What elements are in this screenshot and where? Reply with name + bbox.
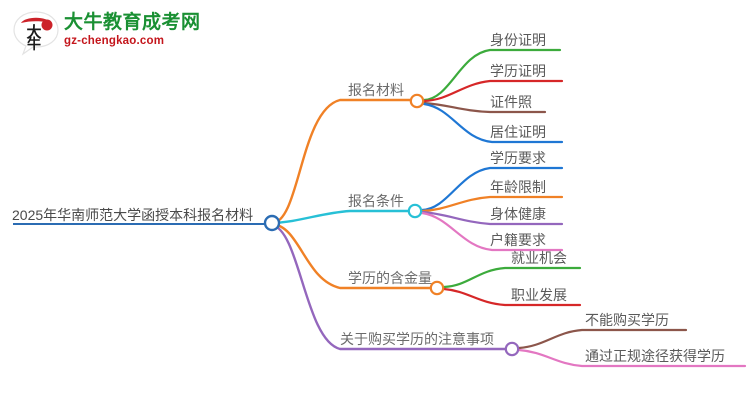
leaf-link-4-2 — [517, 348, 747, 368]
branch-node-4[interactable] — [504, 341, 520, 357]
leaf-link-1-3 — [422, 101, 547, 114]
branch-label-1: 报名材料 — [348, 82, 404, 98]
leaf-label-1-4: 居住证明 — [490, 124, 546, 140]
leaf-label-2-1: 学历要求 — [490, 150, 546, 166]
site-logo: 大 牛 大牛教育成考网 gz-chengkao.com — [12, 8, 202, 60]
branch-label-4: 关于购买学历的注意事项 — [340, 331, 494, 347]
leaf-link-1-2 — [422, 79, 564, 103]
branch-link-1 — [270, 98, 412, 225]
leaf-label-1-3: 证件照 — [490, 94, 532, 110]
leaf-label-3-1: 就业机会 — [511, 250, 567, 266]
leaf-link-2-3 — [420, 210, 564, 226]
leaf-link-3-1 — [442, 266, 582, 289]
branch-label-3: 学历的含金量 — [348, 270, 432, 286]
logo-title: 大牛教育成考网 — [64, 12, 201, 33]
root-label: 2025年华南师范大学函授本科报名材料 — [12, 207, 254, 223]
leaf-label-1-2: 学历证明 — [490, 63, 546, 79]
leaf-label-2-2: 年龄限制 — [490, 179, 546, 195]
leaf-link-1-1 — [422, 48, 562, 102]
branch-node-3[interactable] — [429, 280, 445, 296]
root-node[interactable] — [263, 214, 281, 232]
leaf-label-2-4: 户籍要求 — [490, 232, 546, 248]
leaf-label-3-2: 职业发展 — [511, 287, 567, 303]
logo-text-block: 大牛教育成考网 gz-chengkao.com — [64, 12, 201, 49]
branch-node-2[interactable] — [407, 203, 423, 219]
logo-subtitle: gz-chengkao.com — [64, 35, 165, 47]
leaf-label-1-1: 身份证明 — [490, 32, 546, 48]
leaf-link-2-1 — [420, 166, 564, 212]
branch-node-1[interactable] — [409, 93, 425, 109]
leaf-label-2-3: 身体健康 — [490, 206, 546, 222]
leaf-label-4-1: 不能购买学历 — [585, 312, 669, 328]
leaf-label-4-2: 通过正规途径获得学历 — [585, 348, 725, 364]
leaf-link-2-2 — [420, 195, 564, 213]
logo-speech-bubble-icon: 大 牛 — [13, 11, 59, 56]
leaf-link-4-1 — [517, 328, 688, 350]
svg-text:牛: 牛 — [27, 36, 41, 52]
leaf-link-1-4 — [422, 102, 564, 144]
branch-label-2: 报名条件 — [348, 193, 404, 209]
branch-link-4 — [270, 223, 507, 351]
branch-link-2 — [270, 209, 411, 225]
leaf-link-3-2 — [442, 287, 582, 307]
branch-link-3 — [270, 222, 432, 290]
leaf-link-2-4 — [420, 211, 564, 252]
logo-mark-text: 大 — [26, 23, 41, 41]
